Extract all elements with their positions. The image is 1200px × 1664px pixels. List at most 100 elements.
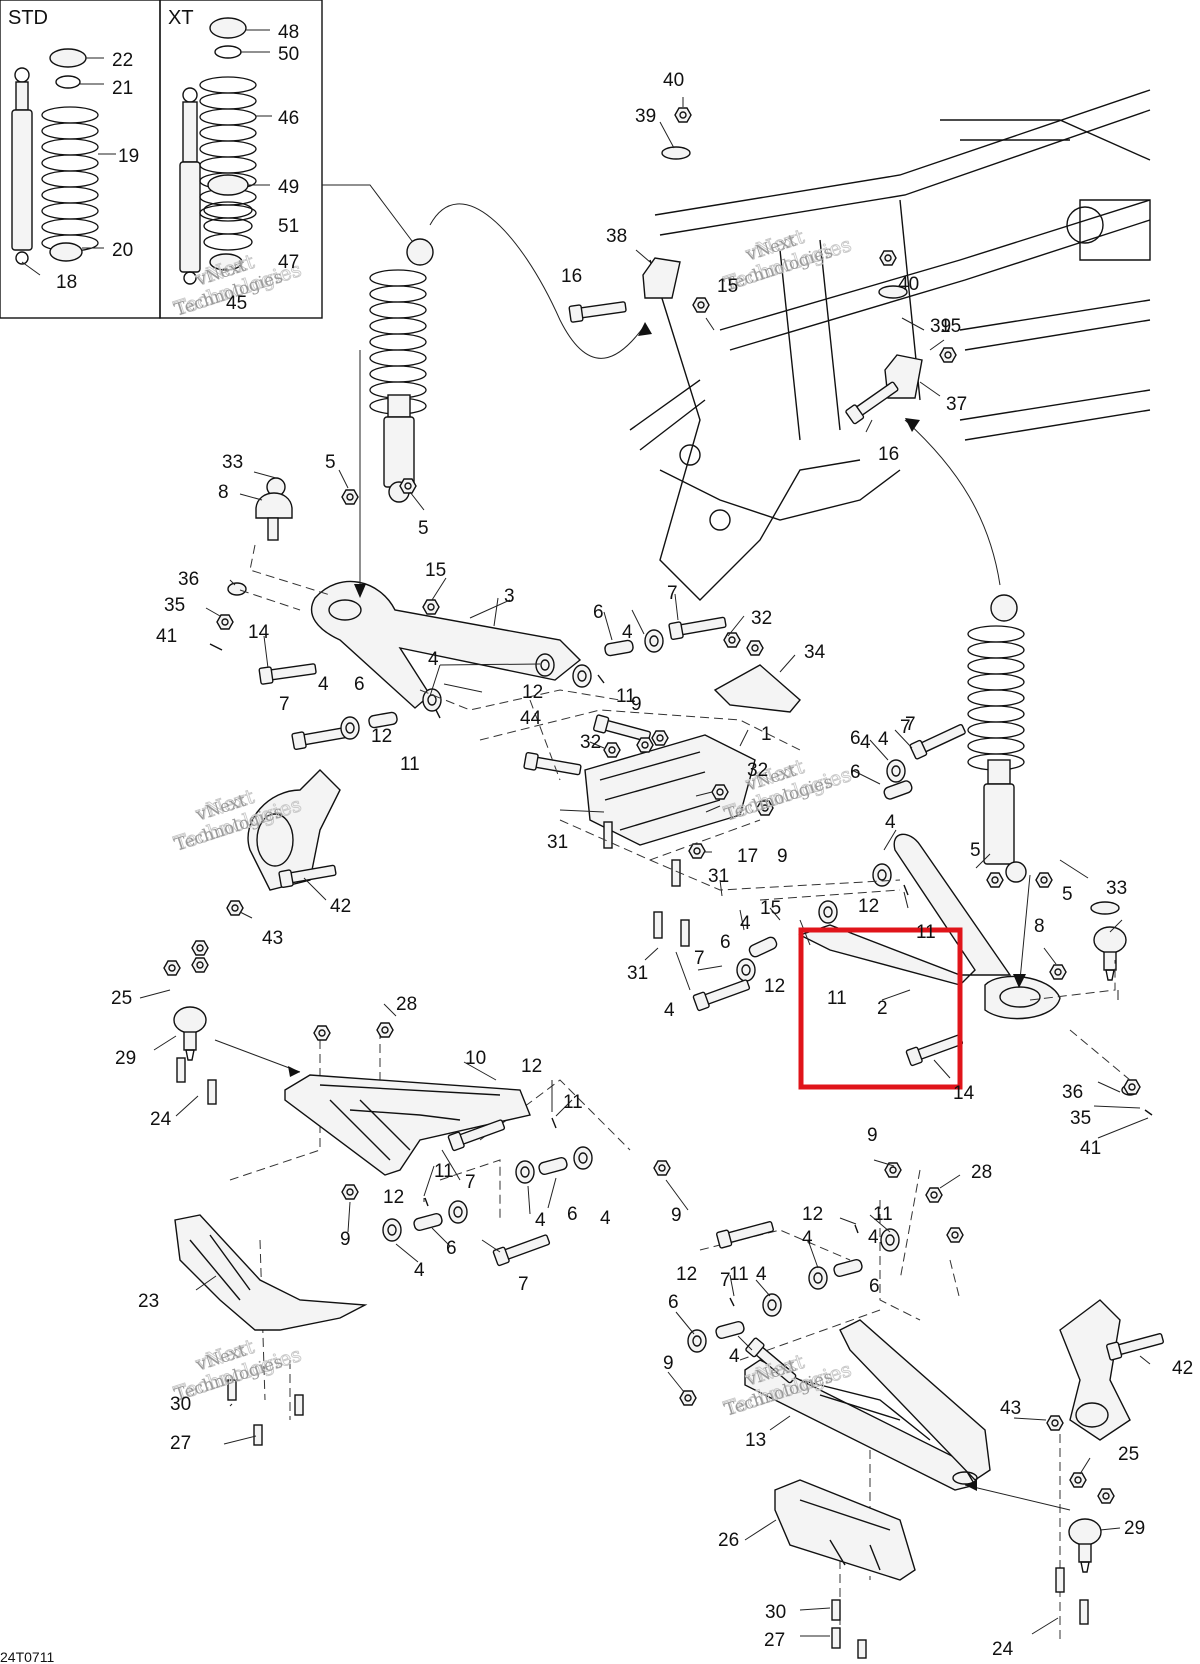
callout-11: 11 [827, 988, 847, 1009]
callout-4: 4 [885, 812, 896, 833]
callout-6: 6 [354, 674, 365, 695]
callout-6: 6 [593, 602, 604, 623]
callout-7: 7 [900, 717, 911, 738]
callout-27: 27 [170, 1433, 191, 1454]
callout-5: 5 [1062, 884, 1073, 905]
callout-5: 5 [970, 840, 981, 861]
callout-30: 30 [765, 1602, 786, 1623]
callout-12: 12 [676, 1264, 697, 1285]
callout-32: 32 [747, 760, 768, 781]
callout-11: 11 [873, 1204, 893, 1225]
assembly-arrows [214, 350, 1119, 1511]
callout-4: 4 [664, 1000, 675, 1021]
std-panel-label: STD [8, 7, 48, 29]
callout-19: 19 [118, 146, 139, 167]
callout-4: 4 [756, 1264, 767, 1285]
callout-39: 39 [930, 316, 951, 337]
callout-11: 11 [616, 686, 636, 707]
callout-36: 36 [178, 569, 199, 590]
callout-10: 10 [465, 1048, 486, 1069]
callout-28: 28 [971, 1162, 992, 1183]
callout-7: 7 [465, 1172, 476, 1193]
callout-40: 40 [898, 274, 919, 295]
shock-variant-panels: STD XT [0, 0, 323, 319]
callout-8: 8 [218, 482, 229, 503]
callout-9: 9 [631, 694, 642, 715]
callout-37: 37 [946, 394, 967, 415]
callout-3: 3 [504, 586, 515, 607]
callout-7: 7 [518, 1274, 529, 1295]
callout-21: 21 [112, 78, 133, 99]
callout-39: 39 [635, 106, 656, 127]
callout-12: 12 [802, 1204, 823, 1225]
xt-panel-label: XT [168, 7, 194, 29]
lower-control-arm-left [163, 940, 671, 1267]
callout-31: 31 [547, 832, 568, 853]
callout-11: 11 [434, 1161, 454, 1182]
callout-43: 43 [1000, 1398, 1021, 1419]
callout-42: 42 [1172, 1358, 1193, 1379]
callout-labels: 22 21 19 20 18 48 50 46 49 51 47 45 4039… [56, 22, 1193, 1660]
callout-9: 9 [671, 1205, 682, 1226]
callout-38: 38 [606, 226, 627, 247]
std-shock-absorber-drawing [11, 48, 99, 265]
callout-33: 33 [1106, 878, 1127, 899]
callout-9: 9 [663, 1353, 674, 1374]
callout-23: 23 [138, 1291, 159, 1312]
callout-6: 6 [567, 1204, 578, 1225]
callout-leaders [21, 29, 1151, 1637]
callout-30: 30 [170, 1394, 191, 1415]
callout-4: 4 [878, 729, 889, 750]
callout-6: 6 [869, 1276, 880, 1297]
callout-31: 31 [627, 963, 648, 984]
connector-lines [322, 184, 1001, 586]
callout-43: 43 [262, 928, 283, 949]
callout-4: 4 [802, 1228, 813, 1249]
callout-4: 4 [428, 649, 439, 670]
callout-4: 4 [535, 1210, 546, 1231]
callout-46: 46 [278, 108, 299, 129]
callout-6: 6 [446, 1238, 457, 1259]
callout-4: 4 [860, 732, 871, 753]
upper-control-arm-left [209, 477, 728, 751]
callout-50: 50 [278, 44, 299, 65]
callout-4: 4 [622, 622, 633, 643]
callout-4: 4 [600, 1208, 611, 1229]
callout-12: 12 [764, 976, 785, 997]
callout-5: 5 [325, 452, 336, 473]
callout-6: 6 [850, 762, 861, 783]
right-shock-absorber-drawing [967, 594, 1053, 888]
drawing-code: 24T0711 [0, 1649, 54, 1664]
callout-16: 16 [561, 266, 582, 287]
callout-20: 20 [112, 240, 133, 261]
callout-4: 4 [729, 1346, 740, 1367]
callout-9: 9 [867, 1125, 878, 1146]
callout-45: 45 [226, 293, 247, 314]
callout-6: 6 [720, 932, 731, 953]
callout-15: 15 [940, 316, 961, 337]
steering-knuckle-right [1046, 1299, 1166, 1441]
callout-35: 35 [1070, 1108, 1091, 1129]
callout-11: 11 [563, 1092, 583, 1113]
callout-35: 35 [164, 595, 185, 616]
frame-brackets [568, 107, 957, 425]
callout-7: 7 [905, 714, 916, 735]
callout-4: 4 [868, 1227, 879, 1248]
callout-5: 5 [418, 518, 429, 539]
callout-48: 48 [278, 22, 299, 43]
callout-4: 4 [740, 913, 751, 934]
skid-plate-right [774, 1479, 916, 1659]
callout-1: 1 [761, 724, 772, 745]
callout-29: 29 [115, 1048, 136, 1069]
callout-16: 16 [878, 444, 899, 465]
callout-18: 18 [56, 272, 77, 293]
callout-12: 12 [521, 1056, 542, 1077]
upper-control-arm-right [692, 720, 1153, 1116]
callout-25: 25 [1118, 1444, 1139, 1465]
callout-2: 2 [877, 998, 888, 1019]
callout-12: 12 [522, 682, 543, 703]
callout-51: 51 [278, 216, 299, 237]
callout-14: 14 [248, 622, 270, 643]
callout-41: 41 [156, 626, 177, 647]
